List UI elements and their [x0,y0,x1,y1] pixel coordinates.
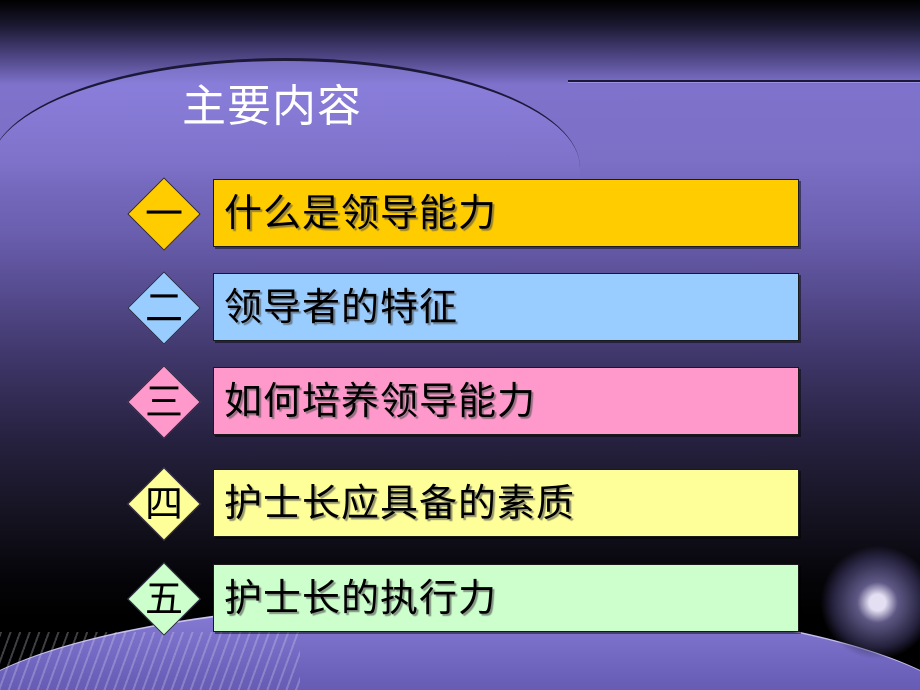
agenda-box: 如何培养领导能力 [213,367,799,435]
diamond-icon: 二 [127,271,201,345]
agenda-item-1: 一 什么是领导能力 [0,177,920,251]
agenda-box: 领导者的特征 [213,273,799,341]
lightning-orb-icon [820,545,920,660]
agenda-label: 如何培养领导能力 [224,379,537,423]
agenda-label: 护士长的执行力 [224,576,498,620]
diamond-icon: 四 [127,467,201,541]
agenda-item-3: 三 如何培养领导能力 [0,365,920,439]
header-line-decoration [568,80,920,82]
item-number: 四 [144,482,183,526]
diamond-icon: 一 [127,177,201,251]
slide-title: 主要内容 [182,81,362,132]
item-number: 三 [144,380,183,424]
diamond-icon: 五 [127,562,201,636]
agenda-item-5: 五 护士长的执行力 [0,562,920,636]
agenda-box: 护士长应具备的素质 [213,469,799,537]
item-number: 一 [144,192,183,236]
fiber-texture-decoration [0,632,300,690]
agenda-item-4: 四 护士长应具备的素质 [0,467,920,541]
agenda-box: 护士长的执行力 [213,564,799,632]
agenda-item-2: 二 领导者的特征 [0,271,920,345]
item-number: 二 [144,286,183,330]
agenda-label: 什么是领导能力 [224,191,498,235]
item-number: 五 [144,577,183,621]
agenda-label: 领导者的特征 [224,285,459,329]
agenda-box: 什么是领导能力 [213,179,799,247]
agenda-label: 护士长应具备的素质 [224,481,576,525]
diamond-icon: 三 [127,365,201,439]
